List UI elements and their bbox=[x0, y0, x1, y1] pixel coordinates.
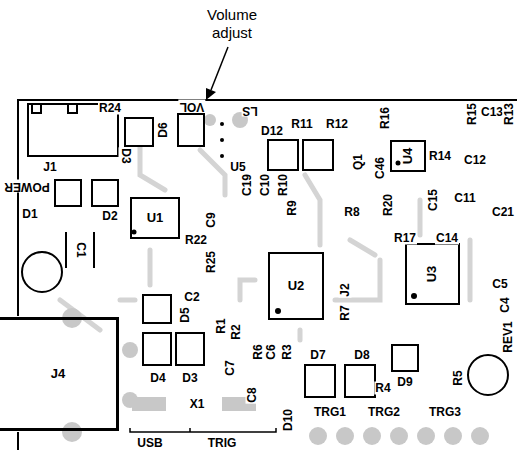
ic-outline: U2 bbox=[268, 252, 324, 320]
silkscreen-label: C9 bbox=[205, 211, 218, 228]
silkscreen-label: R8 bbox=[343, 206, 360, 219]
silkscreen-label: R12 bbox=[325, 118, 349, 131]
silkscreen-label: C2 bbox=[183, 291, 200, 304]
silkscreen-label: R5 bbox=[452, 369, 465, 386]
silkscreen-label: C46 bbox=[374, 156, 387, 180]
pin1-markers bbox=[132, 122, 418, 314]
silkscreen-label: R25 bbox=[205, 250, 218, 274]
silkscreen-label: R13 bbox=[503, 102, 516, 126]
silkscreen-label: R10 bbox=[277, 173, 290, 197]
callout-text: Volume adjust bbox=[196, 6, 268, 42]
part-designator: U1 bbox=[146, 211, 165, 225]
silkscreen-label: C21 bbox=[491, 206, 515, 219]
silkscreen-label: TRG3 bbox=[428, 406, 462, 419]
silkscreen-label: D12 bbox=[260, 125, 284, 138]
silkscreen-label: C4 bbox=[499, 296, 512, 313]
silkscreen-label: R17 bbox=[393, 232, 417, 245]
silkscreen-label: C13 bbox=[480, 106, 504, 119]
silkscreen-label: R2 bbox=[230, 323, 243, 340]
silkscreen-label: D2 bbox=[101, 210, 118, 223]
silkscreen-label: TRG1 bbox=[313, 406, 347, 419]
silkscreen-label: C12 bbox=[463, 154, 487, 167]
part-designator: J4 bbox=[50, 367, 66, 381]
silkscreen-label: R3 bbox=[281, 343, 294, 360]
silkscreen-label: X1 bbox=[189, 398, 206, 411]
silkscreen-label: R20 bbox=[382, 193, 395, 217]
part-designator: U4 bbox=[401, 147, 415, 166]
silkscreen-label: C15 bbox=[427, 188, 440, 212]
silkscreen-label: R7 bbox=[339, 304, 352, 321]
ic-outline: J4 bbox=[0, 318, 118, 430]
silkscreen-label: TRIG bbox=[207, 437, 238, 450]
silkscreen-label: D8 bbox=[353, 349, 370, 362]
silkscreen-label: R6 bbox=[252, 343, 265, 360]
silkscreen-label: U5 bbox=[229, 161, 246, 174]
ic-outline: U3 bbox=[405, 243, 460, 305]
silkscreen-label: R1 bbox=[215, 317, 228, 334]
silkscreen-label: TRG2 bbox=[367, 406, 401, 419]
mounting-holes bbox=[22, 252, 508, 395]
silkscreen-label: C5 bbox=[491, 278, 508, 291]
part-designator: U2 bbox=[287, 279, 306, 293]
board-outline bbox=[0, 100, 517, 450]
silkscreen-label: D1 bbox=[21, 208, 38, 221]
silkscreen-label: R11 bbox=[290, 118, 313, 131]
grey-pads bbox=[62, 112, 489, 445]
silkscreen-label: POWER bbox=[3, 180, 50, 193]
silkscreen-label: C10 bbox=[259, 173, 272, 197]
ic-outline: U1 bbox=[130, 197, 180, 239]
silkscreen-label: R4 bbox=[374, 382, 391, 395]
silkscreen-label: USB bbox=[136, 437, 163, 450]
silkscreen-label: D6 bbox=[157, 121, 170, 138]
silkscreen-label: R14 bbox=[428, 150, 452, 163]
connector-bracket bbox=[130, 428, 276, 432]
silkscreen-label: C11 bbox=[453, 192, 476, 205]
leader-arrow bbox=[206, 47, 228, 100]
silkscreen-label: D9 bbox=[396, 376, 413, 389]
silkscreen-label: C7 bbox=[224, 359, 237, 376]
silkscreen-label: D10 bbox=[282, 408, 295, 432]
silkscreen-label: REV1 bbox=[502, 320, 515, 353]
silkscreen-label: R22 bbox=[184, 234, 208, 247]
copper-traces bbox=[60, 130, 470, 340]
silkscreen-label: C8 bbox=[246, 386, 259, 403]
silkscreen-label: VOL bbox=[179, 100, 206, 113]
silkscreen-label: D3 bbox=[181, 372, 198, 385]
silkscreen-label: C14 bbox=[435, 232, 459, 245]
component-outlines bbox=[28, 104, 418, 397]
silkscreen-label: J1 bbox=[42, 161, 57, 174]
ic-outline: U4 bbox=[390, 140, 426, 172]
silkscreen-label: C1 bbox=[74, 241, 87, 258]
silkscreen-label: R24 bbox=[98, 102, 122, 115]
silkscreen-label: C6 bbox=[265, 343, 278, 360]
silkscreen-label: D3 bbox=[119, 147, 132, 164]
silkscreen-label: D4 bbox=[149, 372, 166, 385]
silkscreen-label: R16 bbox=[379, 106, 392, 130]
silkscreen-label: D7 bbox=[309, 349, 326, 362]
silkscreen-label: C19 bbox=[241, 173, 254, 197]
silkscreen-label: J2 bbox=[339, 282, 352, 297]
silkscreen-label: LS bbox=[241, 104, 258, 117]
capacitor-outline bbox=[66, 232, 94, 268]
silkscreen-label: R15 bbox=[466, 102, 479, 126]
silkscreen-label: D5 bbox=[179, 306, 192, 323]
silkscreen-label: R9 bbox=[286, 199, 299, 216]
part-designator: U3 bbox=[426, 265, 440, 284]
silkscreen-label: Q1 bbox=[352, 153, 365, 171]
